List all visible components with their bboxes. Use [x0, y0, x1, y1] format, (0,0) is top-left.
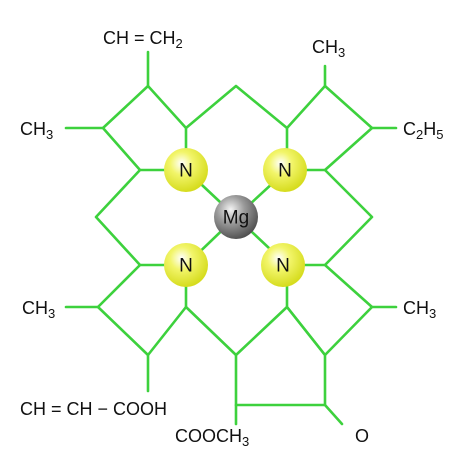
- bridge-left: [94, 168, 142, 267]
- nitrogen-atom-3: N: [164, 243, 208, 287]
- label-methyl-left-upper: CH3: [20, 119, 53, 142]
- bridge-bottom: [184, 305, 238, 357]
- label-ester: COOCH3: [175, 426, 249, 449]
- nitrogen-symbol: N: [179, 256, 193, 277]
- magnesium-atom: Mg: [214, 195, 258, 239]
- ring-e: [234, 305, 327, 407]
- label-methyl-left-lower: CH3: [22, 298, 55, 321]
- label-ketone-oxygen: O: [355, 426, 369, 446]
- bridge-top: [184, 84, 289, 130]
- label-methyl-right-lower: CH3: [403, 298, 436, 321]
- label-methyl-top: CH3: [312, 37, 345, 60]
- label-ethyl: C2H5: [403, 119, 443, 142]
- nitrogen-atom-4: N: [261, 243, 305, 287]
- nitrogen-symbol: N: [179, 161, 193, 182]
- nitrogen-atom-2: N: [263, 148, 307, 192]
- nitrogen-symbol: N: [278, 161, 292, 182]
- label-side-chain: CH = CH − COOH: [20, 399, 167, 419]
- bridge-right: [323, 168, 374, 267]
- nitrogen-atom-1: N: [164, 148, 208, 192]
- label-vinyl: CH = CH2: [103, 28, 183, 51]
- nitrogen-symbol: N: [276, 256, 290, 277]
- magnesium-symbol: Mg: [223, 208, 249, 229]
- bond-ketone: [323, 403, 344, 426]
